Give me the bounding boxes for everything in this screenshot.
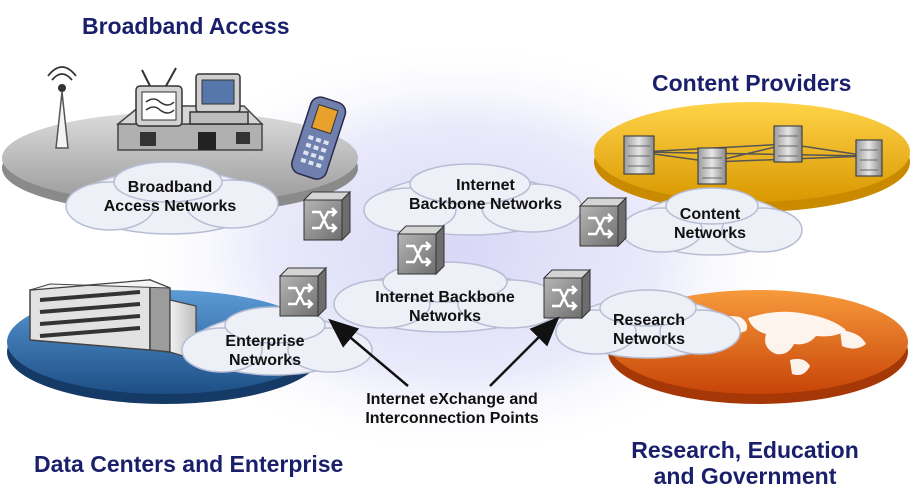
server-icon [773, 125, 803, 163]
exchange-switch-icon [396, 224, 446, 276]
desktop-computer-icon [189, 73, 249, 125]
label-line: Access Networks [103, 198, 237, 215]
world-map-icon [700, 311, 866, 375]
label-line: Content [679, 206, 741, 223]
heading-broadband-access: Broadband Access [82, 13, 290, 39]
heading-research-education: Research, Education and Government [605, 437, 885, 489]
label-line: Networks [612, 331, 686, 348]
label-internet-backbone-mid: Internet Backbone Networks [360, 288, 530, 326]
server-icon [623, 135, 655, 175]
exchange-switch-icon [542, 268, 592, 320]
mobile-phone-icon [290, 96, 347, 180]
label-line: Networks [408, 308, 482, 325]
arrow-to-enterprise-switch [328, 318, 409, 387]
label-line: Broadband [127, 179, 213, 196]
label-line: Interconnection Points [365, 410, 539, 427]
label-line: Networks [228, 352, 302, 369]
exchange-switch-icon [578, 196, 628, 248]
label-line: Enterprise [225, 333, 305, 350]
label-exchange-points: Internet eXchange and Interconnection Po… [352, 390, 552, 428]
heading-data-centers: Data Centers and Enterprise [34, 451, 344, 477]
exchange-switch-icon [302, 190, 352, 242]
label-internet-backbone-top: Internet Backbone Networks [398, 176, 573, 214]
exchange-switch-icon [278, 266, 328, 318]
broadband-access-cloud [65, 161, 279, 235]
heading-content-providers: Content Providers [652, 70, 852, 96]
server-icon [855, 139, 883, 177]
label-line: Internet Backbone [375, 289, 515, 306]
tv-icon [135, 67, 183, 127]
cell-tower-icon [47, 66, 77, 149]
content-cloud [621, 187, 803, 256]
internet-backbone-cloud-mid [333, 261, 563, 333]
server-icon [697, 147, 727, 185]
label-line: Research [612, 312, 686, 329]
label-line: Backbone Networks [409, 196, 562, 213]
label-line: Internet eXchange and [366, 391, 538, 408]
heading-research-line1: Research, Education [631, 437, 859, 463]
label-line: Networks [673, 225, 747, 242]
label-broadband-access-networks: Broadband Access Networks [95, 178, 245, 216]
label-line: Internet [456, 177, 515, 194]
research-cloud [555, 289, 741, 359]
label-research-networks: Research Networks [594, 311, 704, 349]
label-enterprise-networks: Enterprise Networks [210, 332, 320, 370]
arrow-to-research-switch [489, 316, 560, 387]
heading-research-line2: and Government [653, 463, 837, 489]
label-content-networks: Content Networks [660, 205, 760, 243]
